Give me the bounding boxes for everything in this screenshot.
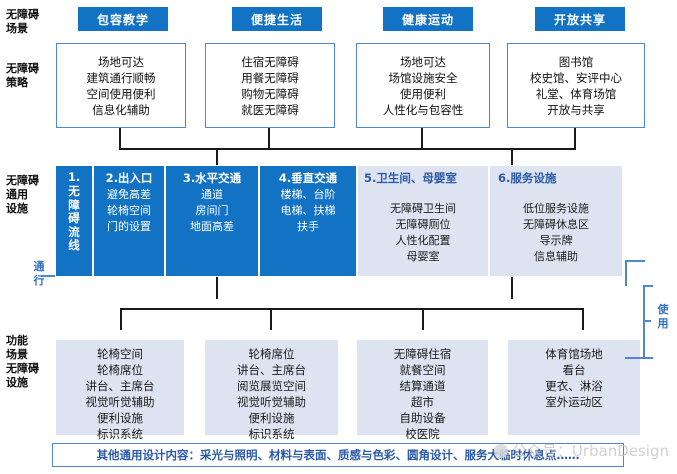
facility-col-6-head: 6.服务设施 xyxy=(498,171,557,185)
scene-chip-3[interactable]: 健康运动 xyxy=(383,7,473,31)
facility-col-2-head: 2.出入口 xyxy=(105,171,153,185)
use-bracket-mid xyxy=(643,320,651,322)
row-label-function: 功能 场景 无障碍 设施 xyxy=(6,334,39,389)
function-box-2: 轮椅席位 讲台、主席台 阅览展览空间 视觉听觉辅助 便利设施 标识系统 xyxy=(205,340,338,441)
facility-col-4[interactable]: 4.垂直交通 楼梯、台阶 电梯、扶梯 扶手 xyxy=(259,165,357,277)
facility-col-3-head: 3.水平交通 xyxy=(182,171,242,185)
connector-drop-2 xyxy=(268,128,270,149)
facility-col-6[interactable]: 6.服务设施 低位服务设施 无障碍休息区 导示牌 信息辅助 xyxy=(489,165,623,277)
facility-col-4-head: 4.垂直交通 xyxy=(278,171,338,185)
scene-chip-4[interactable]: 开放共享 xyxy=(535,7,625,31)
facility-col-1-head: 1. xyxy=(67,170,81,184)
facility-col-5[interactable]: 5.卫生间、母婴室 无障碍卫生间 无障碍厕位 人性化配置 母婴室 xyxy=(357,165,489,277)
row-label-universal-sub: 通 行 xyxy=(33,260,45,287)
strategy-box-1: 场地可达 建筑通行顺畅 空间使用便利 信息化辅助 xyxy=(56,43,186,128)
connector-func-riser-3 xyxy=(422,308,424,330)
connector-func-riser-4 xyxy=(582,308,584,330)
function-box-3: 无障碍住宿 就餐空间 结算通道 超市 自助设备 校医院 xyxy=(357,340,488,441)
function-box-1: 轮椅空间 轮椅席位 讲台、主席台 视觉听觉辅助 便利设施 标识系统 xyxy=(56,340,184,441)
facility-col-4-body: 楼梯、台阶 电梯、扶梯 扶手 xyxy=(280,188,336,233)
row-label-use: 使 用 xyxy=(657,303,669,330)
scene-chip-2[interactable]: 便捷生活 xyxy=(232,7,322,31)
connector-drop-4 xyxy=(574,128,576,149)
facility-col-6-body: 低位服务设施 无障碍休息区 导示牌 信息辅助 xyxy=(523,202,589,263)
connector-band-drop-left xyxy=(216,277,218,299)
use-bracket-riser xyxy=(625,260,627,286)
use-bracket-bottom xyxy=(643,357,653,359)
connector-func-riser-2 xyxy=(270,308,272,330)
connector-tongxing-tick xyxy=(41,275,55,277)
facility-col-2[interactable]: 2.出入口 避免高差 轮椅空间 门的设置 xyxy=(93,165,165,277)
connector-band-drop-right xyxy=(511,277,513,299)
connector-drop-1 xyxy=(119,128,121,149)
function-box-4: 体育馆场地 看台 更衣、淋浴 室外运动区 xyxy=(508,340,640,435)
row-label-universal: 无障碍 通用 设施 xyxy=(6,174,39,215)
facility-col-5-body: 无障碍卫生间 无障碍厕位 人性化配置 母婴室 xyxy=(390,202,456,263)
facility-col-3[interactable]: 3.水平交通 通道 房间门 地面高差 xyxy=(165,165,259,277)
connector-riser-left xyxy=(216,148,218,166)
other-universal-design-banner: 其他通用设计内容：采光与照明、材料与表面、质感与色彩、圆角设计、服务大临时休息点… xyxy=(52,443,624,467)
use-bracket-stem xyxy=(643,285,645,359)
strategy-box-4: 图书馆 校史馆、安评中心 礼堂、体育场馆 开放与共享 xyxy=(507,43,645,128)
facility-col-1-vertical-label: 无障碍流线 xyxy=(68,184,80,252)
facility-col-2-body: 避免高差 轮椅空间 门的设置 xyxy=(107,188,151,233)
facility-col-1[interactable]: 1. 无障碍流线 xyxy=(55,165,93,277)
strategy-box-3: 场地可达 场馆设施安全 使用便利 人性化与包容性 xyxy=(356,43,490,128)
strategy-box-2: 住宿无障碍 用餐无障碍 购物无障碍 就医无障碍 xyxy=(205,43,335,128)
facility-col-3-body: 通道 房间门 地面高差 xyxy=(190,188,234,233)
universal-facilities-band: 1. 无障碍流线 2.出入口 避免高差 轮椅空间 门的设置 3.水平交通 通道 … xyxy=(55,165,623,277)
row-label-scene: 无障碍 场景 xyxy=(6,8,39,35)
connector-bus-top xyxy=(119,148,576,150)
connector-riser-right xyxy=(511,148,513,166)
connector-func-riser-1 xyxy=(120,308,122,330)
facility-col-5-head: 5.卫生间、母婴室 xyxy=(364,171,457,185)
use-bracket-riser-top xyxy=(625,260,645,262)
row-label-strategy: 无障碍 策略 xyxy=(6,62,39,89)
scene-chip-1[interactable]: 包容教学 xyxy=(78,7,168,31)
use-bracket-riser-bottom xyxy=(625,357,645,359)
connector-drop-3 xyxy=(421,128,423,149)
connector-bus-bottom xyxy=(120,308,584,310)
use-bracket-top xyxy=(643,285,653,287)
